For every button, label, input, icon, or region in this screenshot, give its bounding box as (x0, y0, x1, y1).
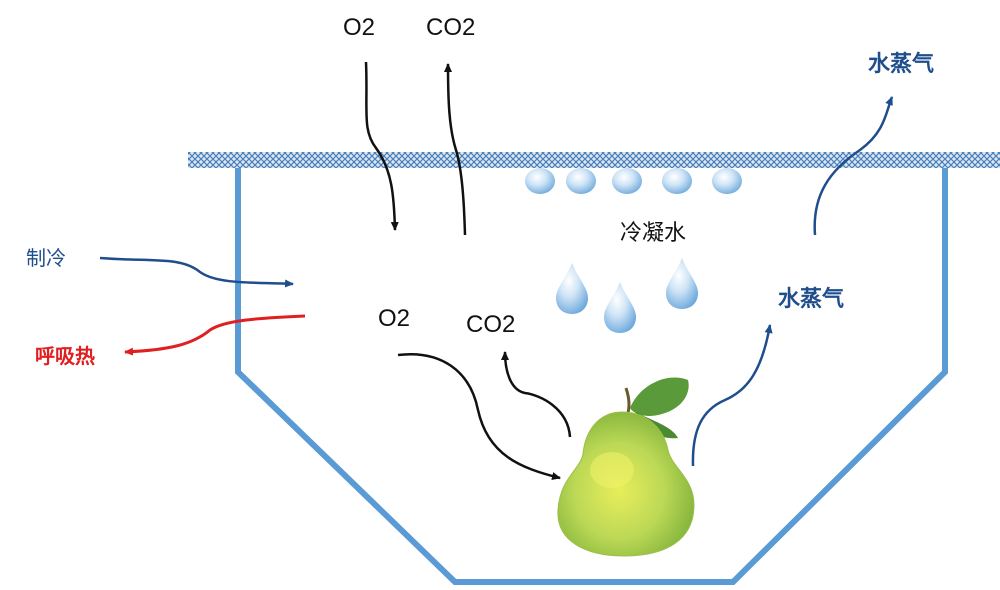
vapor-from-pear-arrow (691, 324, 773, 467)
vapor-inner-label: 水蒸气 (778, 287, 845, 312)
vapor-out-arrow (813, 96, 894, 236)
co2-from-pear-arrow (501, 351, 572, 438)
co2-out-arrow (444, 63, 467, 236)
water-droplet-icon (662, 168, 692, 194)
water-droplet-icon (666, 258, 698, 309)
vapor-top-label: 水蒸气 (868, 52, 935, 77)
cooling-arrow (99, 256, 294, 288)
condensate-label: 冷凝水 (620, 221, 687, 246)
co2-inner-label: CO2 (466, 311, 516, 338)
water-droplet-icon (556, 263, 588, 314)
respiration-heat-arrow (124, 314, 306, 356)
container-outline (235, 165, 948, 585)
water-droplet-icon (525, 168, 555, 194)
mesh-lid (188, 152, 1000, 168)
water-droplet-icon (604, 282, 636, 333)
o2-inner-label: O2 (378, 305, 411, 332)
respiration-heat-label: 呼吸热 (35, 344, 95, 368)
water-droplet-icon (612, 168, 642, 194)
cooling-label: 制冷 (26, 246, 66, 270)
water-droplet-icon (566, 168, 596, 194)
lid-droplets (525, 168, 742, 194)
co2-top-label: CO2 (426, 14, 476, 41)
o2-in-arrow (364, 61, 399, 231)
pear-icon (557, 377, 695, 557)
o2-top-label: O2 (343, 14, 376, 41)
o2-to-pear-arrow (397, 353, 561, 480)
falling-droplets (556, 258, 698, 333)
water-droplet-icon (712, 168, 742, 194)
